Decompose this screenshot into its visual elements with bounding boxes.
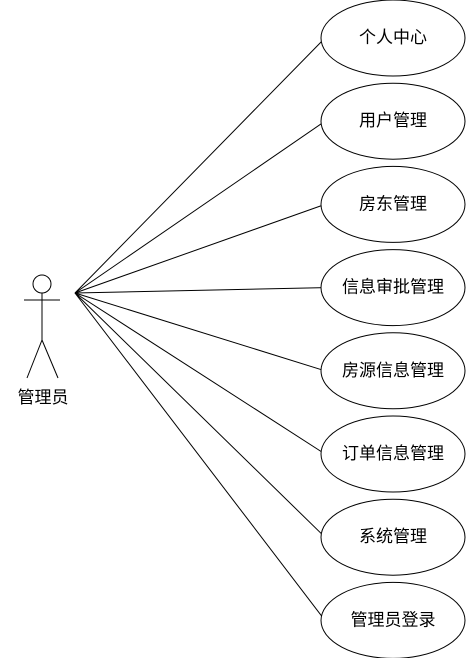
use-case-info-approval-management: 信息审批管理	[320, 249, 466, 327]
association-line	[74, 292, 326, 538]
use-case-system-management: 系统管理	[320, 498, 466, 576]
association-lines	[74, 37, 326, 621]
association-line	[74, 287, 326, 294]
use-case-label: 订单信息管理	[342, 444, 444, 464]
association-line	[74, 203, 326, 294]
use-case-label: 房源信息管理	[342, 361, 444, 381]
use-case-label: 个人中心	[359, 28, 427, 48]
use-case-ellipse	[320, 332, 466, 410]
association-line	[74, 37, 326, 294]
use-case-landlord-management: 房东管理	[320, 165, 466, 243]
use-case-label: 系统管理	[359, 527, 427, 547]
use-case-order-info-management: 订单信息管理	[320, 415, 466, 493]
association-line	[74, 120, 326, 294]
association-line	[74, 292, 326, 621]
use-case-ellipse	[320, 498, 466, 576]
use-case-ellipse	[320, 165, 466, 243]
use-case-user-management: 用户管理	[320, 82, 466, 160]
actor-administrator: 管理员	[18, 274, 69, 408]
use-case-ellipse	[320, 581, 466, 658]
use-case-list: 个人中心 用户管理 房东管理 信息审批管理 房源信息管理 订单信息管理 系统管理	[320, 0, 466, 658]
actor-label: 管理员	[18, 388, 69, 408]
use-case-ellipse	[320, 249, 466, 327]
use-case-label: 管理员登录	[351, 610, 436, 630]
use-case-personal-center: 个人中心	[320, 0, 466, 77]
use-case-ellipse	[320, 0, 466, 77]
use-case-label: 信息审批管理	[342, 278, 444, 298]
use-case-label: 房东管理	[359, 194, 427, 214]
use-case-ellipse	[320, 82, 466, 160]
stick-figure-icon	[24, 274, 60, 379]
use-case-admin-login: 管理员登录	[320, 581, 466, 658]
use-case-listing-info-management: 房源信息管理	[320, 332, 466, 410]
use-case-ellipse	[320, 415, 466, 493]
use-case-label: 用户管理	[359, 111, 427, 131]
association-line	[74, 292, 326, 372]
association-line	[74, 292, 326, 455]
